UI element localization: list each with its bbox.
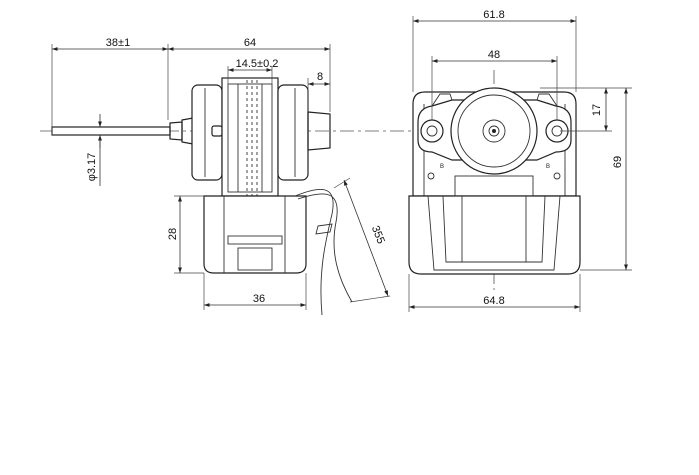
stator-core: [221, 77, 279, 197]
lead-wires: [294, 189, 353, 316]
dim-label-base-width: 64.8: [483, 295, 504, 307]
terminal-label-left: B: [440, 164, 444, 170]
mount-hole-left: [420, 119, 444, 143]
dim-bearing-offset: 8: [307, 71, 330, 112]
dim-label-shaft-diameter: φ3.17: [86, 153, 98, 182]
dim-label-frame-width: 61.8: [483, 9, 504, 21]
terminal-screw-left: [427, 172, 435, 180]
dim-gearbox-depth: 36: [203, 273, 307, 310]
dim-label-core-width: 14.5±0.2: [236, 58, 279, 70]
dim-core-width: 14.5±0.2: [227, 58, 279, 84]
terminal-label-right: B: [546, 164, 550, 170]
dim-shaft-extension: 38±1: [51, 37, 169, 135]
side-view: 38±1 64 14.5±0.2 8 φ3.17: [40, 37, 420, 316]
dim-label-mount-spacing: 48: [488, 49, 500, 61]
front-view: B B 61.8 48 17 69: [408, 9, 632, 312]
motor-endcap-right: [277, 84, 309, 181]
dim-shaft-diameter: φ3.17: [86, 114, 102, 186]
dim-label-overall-height: 69: [612, 156, 624, 168]
dim-label-overall-length: 64: [244, 37, 256, 49]
dim-label-shaft-extension: 38±1: [106, 37, 130, 49]
dim-label-bearing-offset: 8: [317, 71, 323, 83]
dim-label-gearbox-height: 28: [167, 228, 179, 240]
terminal-screw-right: [553, 172, 561, 180]
dim-label-gearbox-depth: 36: [253, 293, 265, 305]
gearbox-housing-side: [203, 195, 307, 274]
rotor-hub: [450, 87, 538, 175]
dim-overall-height: 69: [580, 87, 632, 271]
dim-frame-width: 61.8: [412, 9, 577, 92]
dim-label-lead-length: 355: [369, 224, 387, 246]
endcap-stud: [211, 125, 223, 137]
dim-base-width: 64.8: [408, 274, 581, 312]
dim-label-hub-offset: 17: [591, 104, 603, 116]
dim-hub-offset: 17: [540, 87, 612, 132]
dim-overall-length: 64: [168, 37, 331, 112]
dim-gearbox-height: 28: [167, 195, 204, 274]
motor-shaft: [51, 121, 183, 141]
gearbox-housing-front: [408, 175, 581, 275]
